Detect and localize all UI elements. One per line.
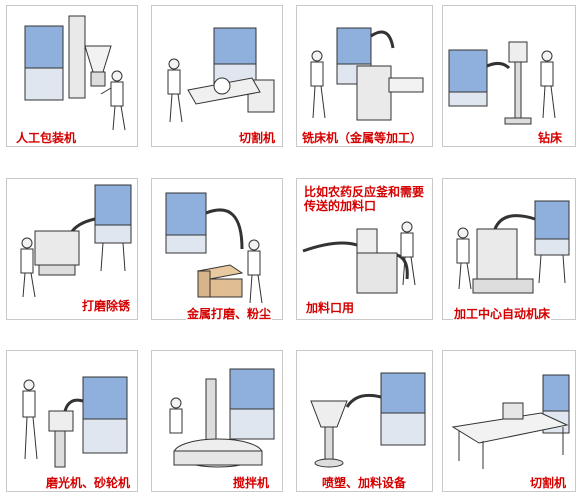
panel-label: 加料口用 [305, 301, 356, 315]
panel-metal-grinding-dust: 金属打磨、粉尘 [151, 178, 283, 321]
panel-label: 切割机 [529, 476, 568, 490]
grinding-booth-illustration [20, 184, 132, 298]
spraying-equipment-illustration [310, 372, 426, 468]
polishing-machine-illustration [22, 376, 128, 468]
panel-milling-machine: 铣床机（金属等加工） [296, 5, 433, 147]
panel-drilling-machine: 钻床 [442, 5, 576, 147]
panel-machining-center: 加工中心自动机床 [442, 178, 576, 321]
panel-manual-packaging: 人工包装机 [6, 5, 138, 147]
mixer-illustration [169, 368, 275, 468]
cutting-table-illustration [451, 374, 570, 469]
panel-label: 打磨除锈 [81, 299, 132, 313]
panel-label: 加工中心自动机床 [453, 307, 552, 321]
panel-label-multiline: 比如农药反应釜和需要传送的加料口 [303, 185, 431, 213]
panel-label: 铣床机（金属等加工） [301, 131, 424, 145]
panel-cutting-machine-2: 切割机 [442, 350, 576, 492]
manual-packaging-illustration [24, 15, 126, 131]
panel-label: 切割机 [238, 131, 277, 145]
drilling-machine-illustration [448, 41, 556, 125]
panel-label: 钻床 [537, 131, 564, 145]
panel-label: 搅拌机 [232, 476, 271, 490]
panel-spraying-feeding: 喷塑、加料设备 [296, 350, 433, 492]
panel-label: 人工包装机 [15, 131, 78, 145]
feeding-port-illustration [302, 221, 416, 294]
metal-grinding-illustration [165, 192, 263, 304]
panel-label: 金属打磨、粉尘 [186, 307, 273, 321]
panel-polishing-grinding-wheel: 磨光机、砂轮机 [6, 350, 138, 492]
panel-grinding-rust-removal: 打磨除锈 [6, 178, 138, 320]
milling-machine-illustration [310, 27, 424, 121]
cutting-machine-illustration [167, 27, 275, 123]
panel-cutting-machine: 切割机 [151, 5, 283, 147]
panel-label: 喷塑、加料设备 [321, 476, 408, 490]
panel-label: 磨光机、砂轮机 [45, 476, 132, 490]
machining-center-illustration [456, 200, 570, 294]
panel-mixer: 搅拌机 [151, 350, 283, 492]
panel-feeding-port: 比如农药反应釜和需要传送的加料口 加料口用 [296, 178, 433, 320]
